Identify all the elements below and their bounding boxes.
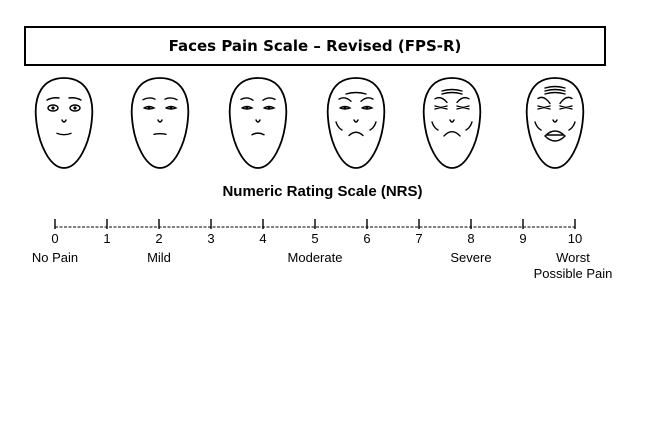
nose xyxy=(157,119,163,123)
left-cheek-line xyxy=(335,121,343,131)
right-eye xyxy=(263,105,276,110)
fps-title-box: Faces Pain Scale – Revised (FPS-R) xyxy=(24,26,606,66)
left-eyebrow xyxy=(338,97,352,102)
nose xyxy=(552,119,558,123)
nose xyxy=(449,119,455,123)
left-eyebrow xyxy=(434,96,448,104)
pain-face-10 xyxy=(525,77,585,169)
pain-face-8 xyxy=(422,77,482,169)
numeric-rating-scale: 0 1 2 3 4 5 6 7 8 9 10 No Pain Mild Moderate Severe Wor… xyxy=(32,219,613,281)
left-eye xyxy=(434,105,448,110)
face-outline xyxy=(228,77,288,169)
forehead-wrinkle xyxy=(544,85,566,89)
right-eyebrow xyxy=(456,96,470,104)
right-eyebrow xyxy=(559,96,573,105)
right-cheek-line xyxy=(465,121,473,131)
left-pupil xyxy=(147,106,151,110)
tick-label-8: 8 xyxy=(467,231,474,246)
nose xyxy=(61,119,67,123)
tick-label-3: 3 xyxy=(207,231,214,246)
right-eye xyxy=(69,104,81,112)
right-eye xyxy=(361,105,374,110)
left-cheek-line xyxy=(431,121,439,131)
face-outline xyxy=(326,77,386,169)
forehead-wrinkle xyxy=(441,88,463,92)
face-outline xyxy=(525,77,585,169)
left-pupil xyxy=(245,106,249,110)
tick-label-2: 2 xyxy=(155,231,162,246)
nose xyxy=(353,119,359,123)
anchor-label-10: Worst xyxy=(556,250,590,265)
tick-label-0: 0 xyxy=(51,231,58,246)
left-pupil xyxy=(343,106,347,110)
tick-label-10: 10 xyxy=(568,231,582,246)
tick-label-6: 6 xyxy=(363,231,370,246)
pain-face-0 xyxy=(34,77,94,169)
anchor-label-2: Mild xyxy=(147,250,171,265)
left-eyebrow xyxy=(142,97,156,101)
right-pupil xyxy=(169,106,173,110)
right-cheek-line xyxy=(369,121,377,131)
left-eye xyxy=(241,105,254,110)
left-eye xyxy=(47,104,59,112)
pain-face-6 xyxy=(326,77,386,169)
right-eye xyxy=(559,105,573,110)
face-outline xyxy=(130,77,190,169)
anchor-label-5: Moderate xyxy=(288,250,343,265)
nrs-title: Numeric Rating Scale (NRS) xyxy=(222,183,423,200)
tick-label-7: 7 xyxy=(415,231,422,246)
right-eyebrow xyxy=(68,97,82,101)
left-eye xyxy=(537,105,551,110)
mouth xyxy=(348,131,364,137)
right-eye xyxy=(456,105,470,110)
mouth xyxy=(153,132,167,135)
anchor-label-8: Severe xyxy=(450,250,491,265)
anchor-label-10-line2: Possible Pain xyxy=(534,266,613,281)
faces-row xyxy=(0,74,645,174)
mouth xyxy=(251,132,265,136)
anchor-label-0: No Pain xyxy=(32,250,78,265)
right-eyebrow xyxy=(262,97,276,101)
right-eye xyxy=(165,105,178,110)
tick-label-4: 4 xyxy=(259,231,266,246)
tick-label-5: 5 xyxy=(311,231,318,246)
right-pupil xyxy=(365,106,369,110)
forehead-wrinkle xyxy=(544,91,566,95)
mouth xyxy=(56,132,72,136)
left-cheek-line xyxy=(534,121,542,131)
forehead-wrinkle xyxy=(544,88,566,92)
left-eyebrow xyxy=(240,97,254,101)
left-pupil xyxy=(51,106,55,110)
fps-title: Faces Pain Scale – Revised (FPS-R) xyxy=(168,37,462,55)
mouth xyxy=(443,131,461,137)
left-eyebrow xyxy=(537,96,551,105)
left-eyebrow xyxy=(46,97,60,101)
forehead-wrinkle xyxy=(441,91,463,95)
face-outline xyxy=(34,77,94,169)
right-pupil xyxy=(73,106,77,110)
face-outline xyxy=(422,77,482,169)
tick-label-1: 1 xyxy=(103,231,110,246)
nose xyxy=(255,119,261,123)
right-eyebrow xyxy=(164,97,178,101)
mouth xyxy=(544,130,566,142)
pain-face-4 xyxy=(228,77,288,169)
pain-face-2 xyxy=(130,77,190,169)
right-eyebrow xyxy=(360,97,374,102)
right-cheek-line xyxy=(568,121,576,131)
left-eye xyxy=(339,105,352,110)
tick-label-9: 9 xyxy=(519,231,526,246)
left-eye xyxy=(143,105,156,110)
right-pupil xyxy=(267,106,271,110)
forehead-wrinkle xyxy=(345,91,367,95)
